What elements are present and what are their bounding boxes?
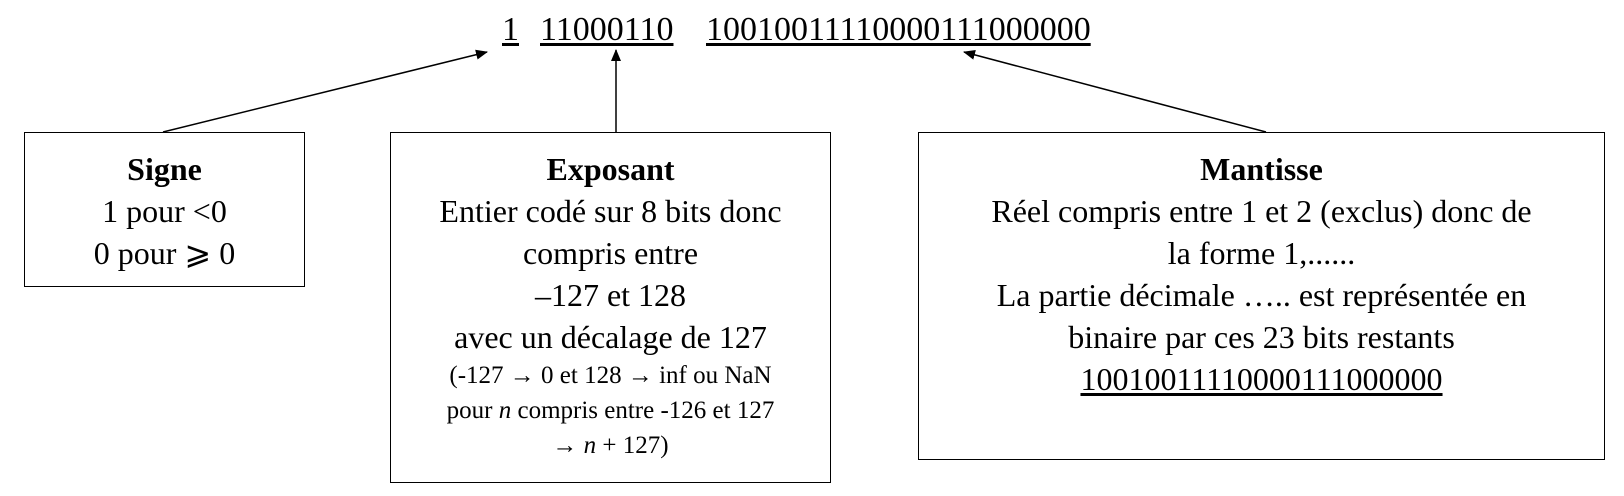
exponent-note-3-var: n	[583, 432, 597, 459]
mantissa-line-5: 10010011110000111000000	[1080, 361, 1443, 397]
mantissa-box: Mantisse Réel compris entre 1 et 2 (excl…	[918, 132, 1605, 460]
exponent-line-3: –127 et 128	[534, 277, 687, 313]
sign-box: Signe 1 pour <0 0 pour ⩾ 0	[24, 132, 305, 287]
mantissa-title: Mantisse	[1200, 151, 1323, 187]
exponent-note-3-post: + 127)	[596, 432, 669, 459]
exponent-line-4: avec un décalage de 127	[454, 319, 767, 355]
sign-line-positive: 0 pour ⩾ 0	[93, 235, 236, 271]
mantissa-arrow	[963, 49, 1267, 133]
mantissa-line-1: Réel compris entre 1 et 2 (exclus) donc …	[991, 193, 1532, 229]
sign-bit: 1	[502, 11, 519, 48]
exponent-note-1: (-127 → 0 et 128 → inf ou NaN	[449, 362, 772, 389]
sign-arrow	[162, 49, 488, 133]
mantissa-bits: 10010011110000111000000	[706, 11, 1091, 48]
sign-title: Signe	[127, 151, 202, 187]
exponent-note-2: pour n compris entre -126 et 127	[391, 393, 830, 428]
sign-line-negative: 1 pour <0	[102, 193, 227, 229]
exponent-note-3: → n + 127)	[391, 428, 830, 463]
mantissa-line-4: binaire par ces 23 bits restants	[1068, 319, 1455, 355]
exponent-box: Exposant Entier codé sur 8 bits donc com…	[390, 132, 831, 483]
exponent-title: Exposant	[546, 151, 675, 187]
exponent-note-2-post: compris entre -126 et 127	[511, 397, 775, 424]
exponent-bits: 11000110	[540, 11, 674, 48]
exponent-line-1: Entier codé sur 8 bits donc	[439, 193, 782, 229]
exponent-note-2-var: n	[498, 397, 512, 424]
mantissa-line-2: la forme 1,......	[1167, 235, 1356, 271]
mantissa-line-3: La partie décimale ….. est représentée e…	[996, 277, 1527, 313]
exponent-note-3-pre: →	[552, 432, 584, 459]
exponent-note-2-pre: pour	[446, 397, 499, 424]
exponent-line-2: compris entre	[522, 235, 699, 271]
